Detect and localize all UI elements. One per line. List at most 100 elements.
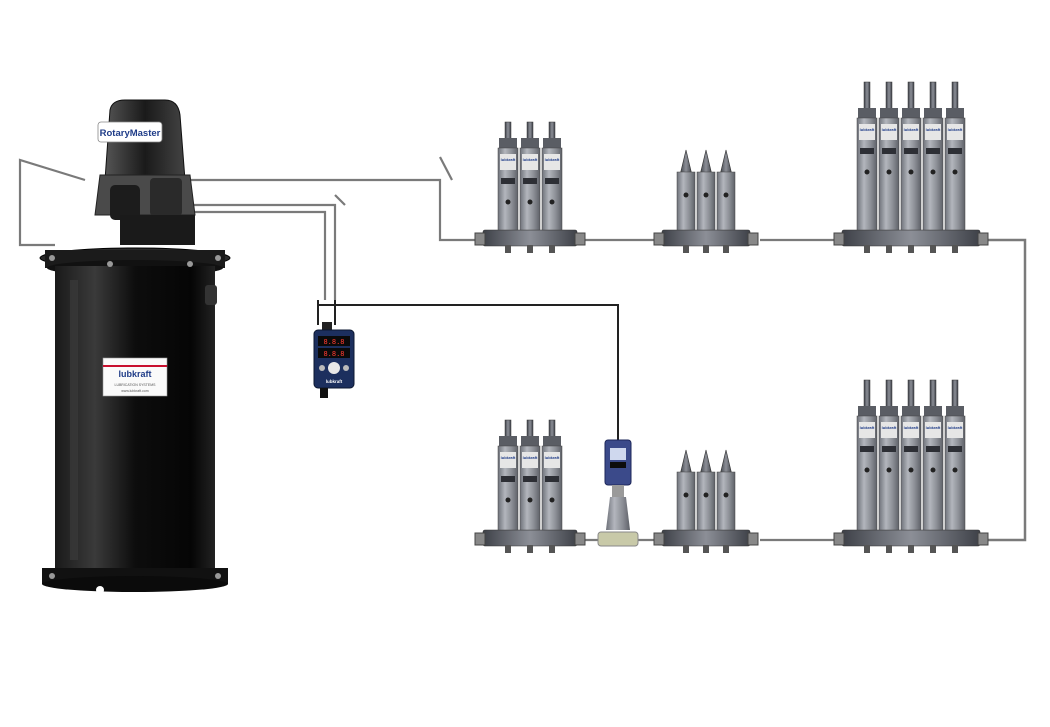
stem-collar xyxy=(499,138,517,148)
valve-label-text: lubkraft xyxy=(926,127,941,132)
outlet-nipple xyxy=(703,245,709,253)
valve-port xyxy=(930,169,936,175)
tank-label-sub: LUBRICATION SYSTEMS xyxy=(115,383,157,387)
valve-window xyxy=(523,178,537,184)
valve-port xyxy=(683,192,689,198)
valve-window xyxy=(501,476,515,482)
valve-label-text: lubkraft xyxy=(904,127,919,132)
valve-manifold xyxy=(482,229,578,247)
stem-collar xyxy=(543,436,561,446)
inlet-fitting xyxy=(833,232,845,246)
outlet-nipple xyxy=(930,245,936,253)
stem-collar xyxy=(924,406,942,416)
valve-port xyxy=(703,192,709,198)
valve-label-plate xyxy=(881,422,897,438)
sensor-cable xyxy=(318,304,619,440)
supply-line-upper xyxy=(188,178,488,242)
valve-window xyxy=(545,476,559,482)
outlet-nipple xyxy=(683,245,689,253)
valve-label-plate xyxy=(522,452,538,468)
valve-label-plate xyxy=(903,124,919,140)
indicator-stem xyxy=(885,379,893,411)
valve-section xyxy=(696,171,716,231)
inlet-fitting xyxy=(474,532,486,546)
valve-port xyxy=(886,169,892,175)
outlet-fitting xyxy=(747,232,759,246)
indicator-stem xyxy=(885,81,893,113)
outlet-fitting xyxy=(574,232,586,246)
valve-manifold xyxy=(841,229,981,247)
outlet-nipple xyxy=(683,545,689,553)
flow-sensor xyxy=(597,439,639,547)
valve-section xyxy=(716,471,736,531)
valve-section xyxy=(716,171,736,231)
valve-label-plate xyxy=(925,124,941,140)
stem-collar xyxy=(902,406,920,416)
stem-collar xyxy=(521,138,539,148)
indicator-stem xyxy=(863,81,871,113)
controller-display-top xyxy=(318,336,350,346)
outlet-nipple xyxy=(527,545,533,553)
indicator-stem xyxy=(907,81,915,113)
valve-label-text: lubkraft xyxy=(545,455,560,460)
valve-window xyxy=(904,446,918,452)
indicator-stem xyxy=(929,379,937,411)
stem-collar xyxy=(880,406,898,416)
divider-block-bot-2 xyxy=(653,449,759,553)
brand-badge-bg xyxy=(97,121,163,143)
outlet-nipple xyxy=(723,545,729,553)
indicator-stem xyxy=(951,379,959,411)
return-loop xyxy=(965,238,1027,542)
outlet-nipple xyxy=(549,245,555,253)
outlet-nipple xyxy=(952,545,958,553)
stem-collar xyxy=(880,108,898,118)
stem-collar xyxy=(902,108,920,118)
stem-collar xyxy=(858,406,876,416)
valve-label-plate xyxy=(859,422,875,438)
valve-manifold xyxy=(482,529,578,547)
valve-section xyxy=(922,415,944,531)
valve-port xyxy=(952,169,958,175)
valve-label-plate xyxy=(925,422,941,438)
valve-cap xyxy=(699,149,713,176)
outlet-nipple xyxy=(886,545,892,553)
valve-cap xyxy=(719,149,733,176)
outlet-nipple xyxy=(864,245,870,253)
valve-port xyxy=(549,199,555,205)
valve-port xyxy=(723,192,729,198)
pump-unit: RotaryMaster lubkraft LUBRICATION S xyxy=(39,99,231,594)
valve-port xyxy=(864,467,870,473)
valve-label-text: lubkraft xyxy=(882,425,897,430)
valve-window xyxy=(948,446,962,452)
valve-manifold xyxy=(661,229,751,247)
inlet-fitting xyxy=(833,532,845,546)
valve-section xyxy=(696,471,716,531)
indicator-stem xyxy=(929,81,937,113)
outlet-fitting xyxy=(574,532,586,546)
stem-collar xyxy=(543,138,561,148)
valve-label-text: lubkraft xyxy=(545,157,560,162)
valve-port xyxy=(703,492,709,498)
valve-window xyxy=(545,178,559,184)
tank-label-sub2: www.lubkraft.com xyxy=(121,389,149,393)
svg-text:8.8.8: 8.8.8 xyxy=(323,350,344,358)
valve-label-text: lubkraft xyxy=(948,127,963,132)
stem-collar xyxy=(946,406,964,416)
valve-window xyxy=(926,148,940,154)
valve-label-plate xyxy=(947,422,963,438)
outlet-nipple xyxy=(864,545,870,553)
valve-label-plate xyxy=(859,124,875,140)
valve-label-text: lubkraft xyxy=(926,425,941,430)
valve-window xyxy=(948,148,962,154)
outlet-fitting xyxy=(747,532,759,546)
valve-window xyxy=(882,148,896,154)
valve-label-plate xyxy=(544,154,560,170)
supply-line-mid xyxy=(190,203,337,300)
valve-section xyxy=(944,415,966,531)
divider-block-top-2 xyxy=(653,149,759,253)
indicator-stem xyxy=(907,379,915,411)
valve-window xyxy=(882,446,896,452)
valve-port xyxy=(908,169,914,175)
